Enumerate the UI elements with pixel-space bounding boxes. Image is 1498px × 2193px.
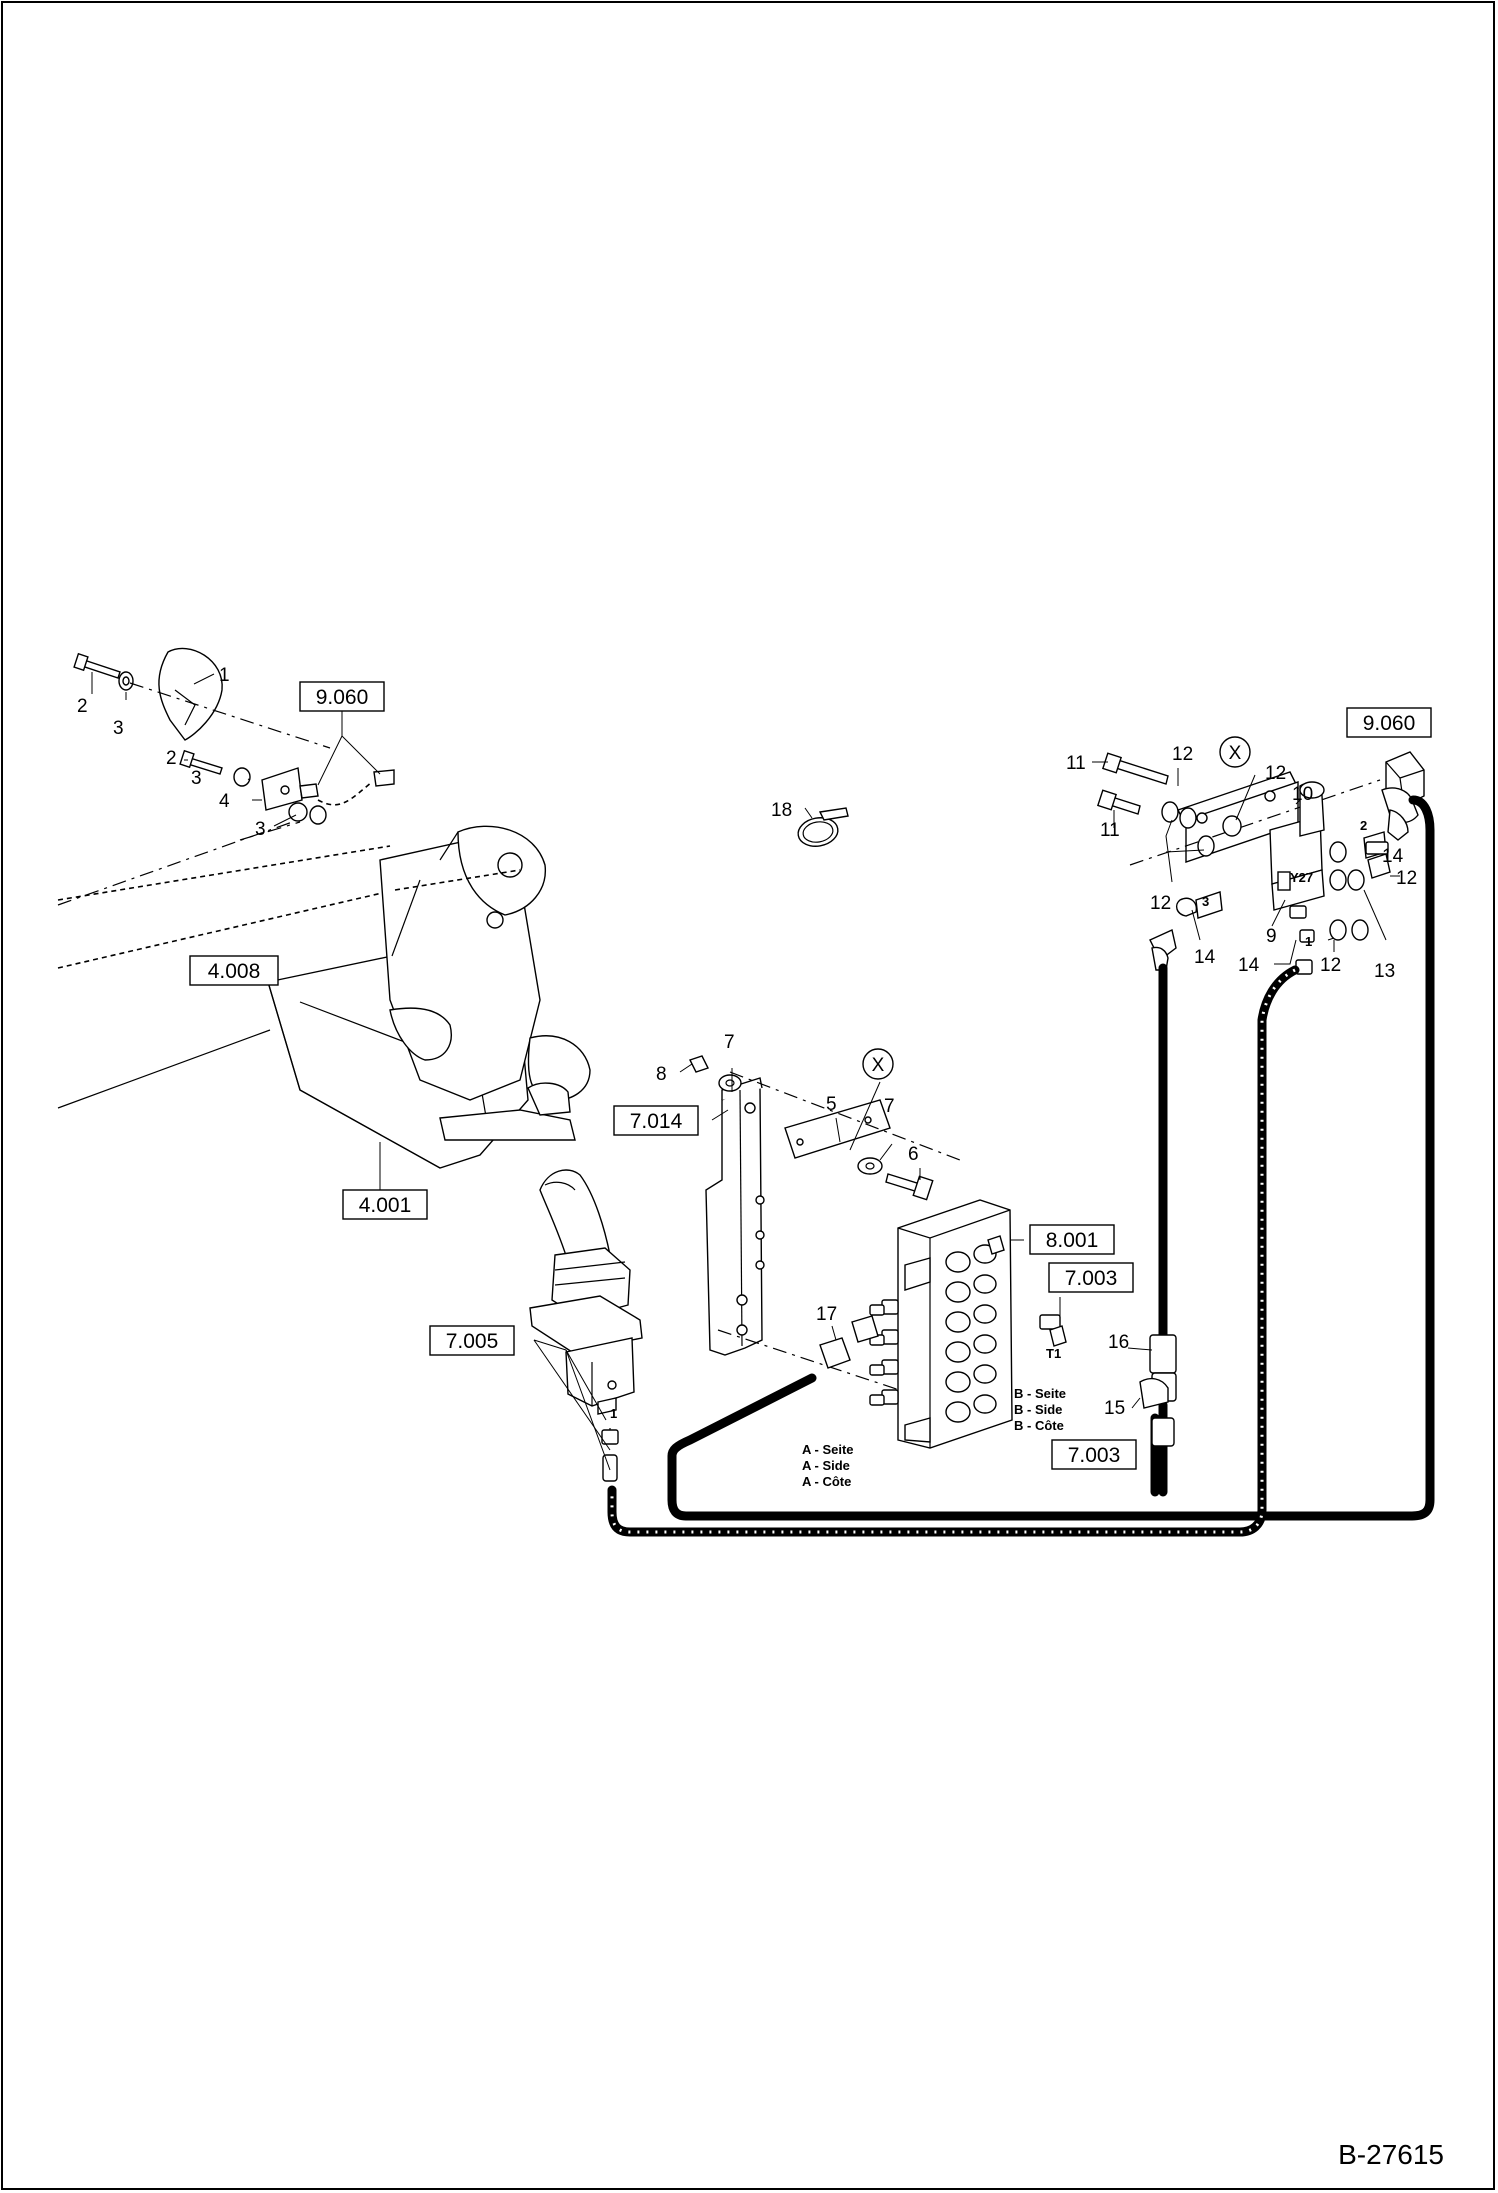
callout: 18 bbox=[771, 800, 792, 821]
side-a-label: A - Seite bbox=[802, 1442, 854, 1457]
ref-box-9060-left: 9.060 bbox=[316, 686, 369, 709]
ref-box-4008: 4.008 bbox=[208, 960, 261, 983]
ref-box-9060-right: 9.060 bbox=[1363, 712, 1416, 735]
hydraulic-hoses bbox=[607, 795, 1435, 1537]
callout: 7 bbox=[884, 1096, 895, 1117]
callout: 12 bbox=[1396, 868, 1417, 889]
hose-clip bbox=[797, 807, 849, 847]
port-label: 1 bbox=[1305, 934, 1312, 949]
callout: 11 bbox=[1066, 753, 1086, 774]
callout: 8 bbox=[656, 1064, 667, 1085]
drawing-number: B-27615 bbox=[1338, 2139, 1444, 2170]
callout: 3 bbox=[113, 718, 124, 739]
solenoid-valve-assembly bbox=[1096, 751, 1425, 975]
callout: 14 bbox=[1382, 846, 1404, 867]
port-label: 1 bbox=[610, 1406, 617, 1421]
callout: 6 bbox=[908, 1144, 919, 1165]
callout: 11 bbox=[1100, 820, 1120, 841]
ref-box-8001: 8.001 bbox=[1046, 1229, 1099, 1252]
callout: 12 bbox=[1150, 893, 1171, 914]
port-label: T1 bbox=[1046, 1346, 1061, 1361]
leader-lines bbox=[91, 672, 1400, 1471]
callout: 1 bbox=[219, 665, 230, 686]
sensor-bracket-group bbox=[73, 647, 395, 841]
ref-box-7005: 7.005 bbox=[446, 1330, 499, 1353]
detail-mark-x: X bbox=[872, 1055, 885, 1076]
joystick-assembly bbox=[529, 1169, 643, 1482]
callout: 3 bbox=[191, 768, 202, 789]
callout: 14 bbox=[1238, 955, 1260, 976]
port-labels: 3 1 2 T1 1 Y27 bbox=[610, 818, 1367, 1421]
side-a-label: A - Côte bbox=[802, 1474, 851, 1489]
reference-boxes: 9.060 4.008 4.001 7.014 8.001 7.003 7.00… bbox=[189, 681, 1432, 1470]
side-b-label: B - Côte bbox=[1014, 1418, 1064, 1433]
boom-assembly bbox=[57, 819, 591, 1169]
detail-mark-x: X bbox=[1229, 743, 1242, 764]
callout: 16 bbox=[1108, 1332, 1129, 1353]
callout: 7 bbox=[724, 1032, 735, 1053]
callout: 3 bbox=[255, 819, 266, 840]
callout: 5 bbox=[826, 1094, 837, 1115]
valve-spools bbox=[945, 1244, 997, 1423]
ref-box-7003-lower: 7.003 bbox=[1068, 1444, 1121, 1467]
callout: 2 bbox=[77, 696, 88, 717]
valve-fittings-a-side bbox=[869, 1299, 899, 1406]
callout: 10 bbox=[1292, 784, 1313, 805]
callout: 2 bbox=[166, 748, 177, 769]
side-a-label: A - Side bbox=[802, 1458, 850, 1473]
callout: 13 bbox=[1374, 961, 1395, 982]
callout: 9 bbox=[1266, 926, 1277, 947]
side-b-label: B - Side bbox=[1014, 1402, 1062, 1417]
valve-tag-y27: Y27 bbox=[1290, 870, 1313, 885]
callout: 12 bbox=[1172, 744, 1193, 765]
port-label: 2 bbox=[1360, 818, 1367, 833]
callout: 4 bbox=[219, 791, 230, 812]
callout: 14 bbox=[1194, 947, 1216, 968]
callout: 17 bbox=[816, 1304, 837, 1325]
port-label: 3 bbox=[1202, 894, 1209, 909]
ref-box-7014: 7.014 bbox=[630, 1110, 683, 1133]
control-valve-block bbox=[869, 1199, 1013, 1449]
side-b-label: B - Seite bbox=[1014, 1386, 1066, 1401]
detail-marks: X X bbox=[862, 736, 1251, 1080]
callout: 12 bbox=[1320, 955, 1341, 976]
callout-numbers: 1 2 3 2 3 4 3 18 11 12 12 10 11 12 12 14… bbox=[77, 665, 1417, 1419]
side-labels: A - Seite A - Side A - Côte B - Seite B … bbox=[802, 1386, 1066, 1489]
callout: 15 bbox=[1104, 1398, 1125, 1419]
callout: 12 bbox=[1265, 763, 1286, 784]
ref-box-4001: 4.001 bbox=[359, 1194, 412, 1217]
ref-box-7003-upper: 7.003 bbox=[1065, 1267, 1118, 1290]
